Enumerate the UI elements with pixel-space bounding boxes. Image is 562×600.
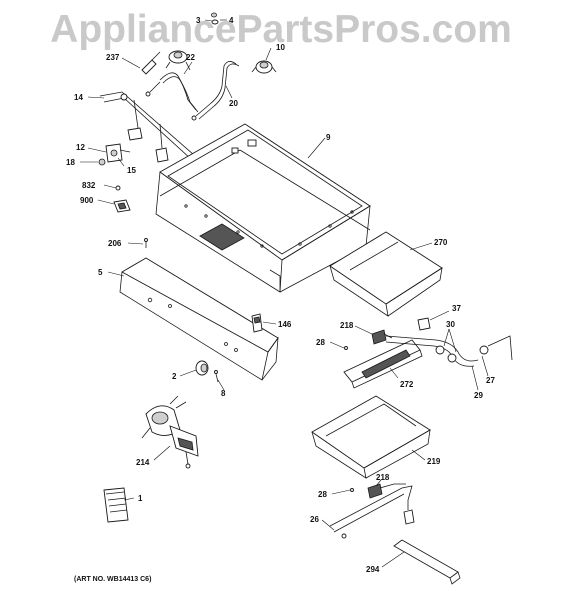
oven-valve-214 [141,395,199,469]
callout-labels: 3 4 10 237 22 20 14 9 12 18 15 832 900 2… [66,16,495,574]
gas-tube-20 [191,61,240,121]
bracket-900 [113,199,131,213]
callout-30: 30 [446,320,455,329]
callout-294: 294 [366,565,380,574]
callout-832: 832 [82,181,96,190]
callout-900: 900 [80,196,94,205]
callout-5: 5 [98,268,103,277]
callout-4: 4 [229,16,234,25]
gas-tube-22 [145,72,199,113]
burner-tube-30 [385,335,513,367]
valve-assembly-top [165,50,191,71]
callout-270: 270 [434,238,448,247]
screw-28-upper [344,346,348,350]
callout-18: 18 [66,158,75,167]
manifold-panel-5 [119,257,279,381]
callout-14: 14 [74,93,83,102]
callout-206: 206 [108,239,122,248]
callout-237: 237 [106,53,120,62]
callout-26: 26 [310,515,319,524]
callout-28-lower: 28 [318,490,327,499]
callout-1: 1 [138,494,143,503]
screw-206 [144,238,148,248]
art-number: (ART NO. WB14413 C6) [74,576,152,583]
callout-219: 219 [427,457,441,466]
bracket-294 [393,539,461,585]
callout-3: 3 [196,16,201,25]
burner-box-9 [155,123,371,293]
bracket-12 [105,143,131,163]
leader-lines [80,19,489,568]
callout-146: 146 [278,320,292,329]
burner-shield-219 [311,395,431,479]
callout-22: 22 [186,53,195,62]
heat-shield-270 [329,231,443,317]
gas-valve-10 [251,60,277,74]
oven-burner-26 [329,485,415,539]
callout-218-upper: 218 [340,321,354,330]
callout-20: 20 [229,99,238,108]
callout-12: 12 [76,143,85,152]
screw-832 [115,185,121,191]
screw-18 [98,158,106,166]
bracket-272 [343,339,423,389]
clip-37 [417,317,431,331]
watermark: AppliancePartsPros.com [50,8,512,51]
knob-2 [195,360,209,376]
callout-27: 27 [486,376,495,385]
clip-146 [251,313,263,333]
callout-272: 272 [400,380,414,389]
callout-37: 37 [452,304,461,313]
literature-packet-1 [103,487,129,523]
callout-218-lower: 218 [376,473,390,482]
screw-8 [214,370,219,383]
callout-8: 8 [221,389,226,398]
igniter-218-lower [367,483,406,499]
callout-15: 15 [127,166,136,175]
callout-214: 214 [136,458,150,467]
orifice-237 [141,51,161,75]
callout-2: 2 [172,372,177,381]
callout-9: 9 [326,133,331,142]
burner-valve-knob-3 [211,12,219,25]
callout-28-upper: 28 [316,338,325,347]
callout-29: 29 [474,391,483,400]
screw-28-lower [350,488,354,492]
callout-10: 10 [276,43,285,52]
